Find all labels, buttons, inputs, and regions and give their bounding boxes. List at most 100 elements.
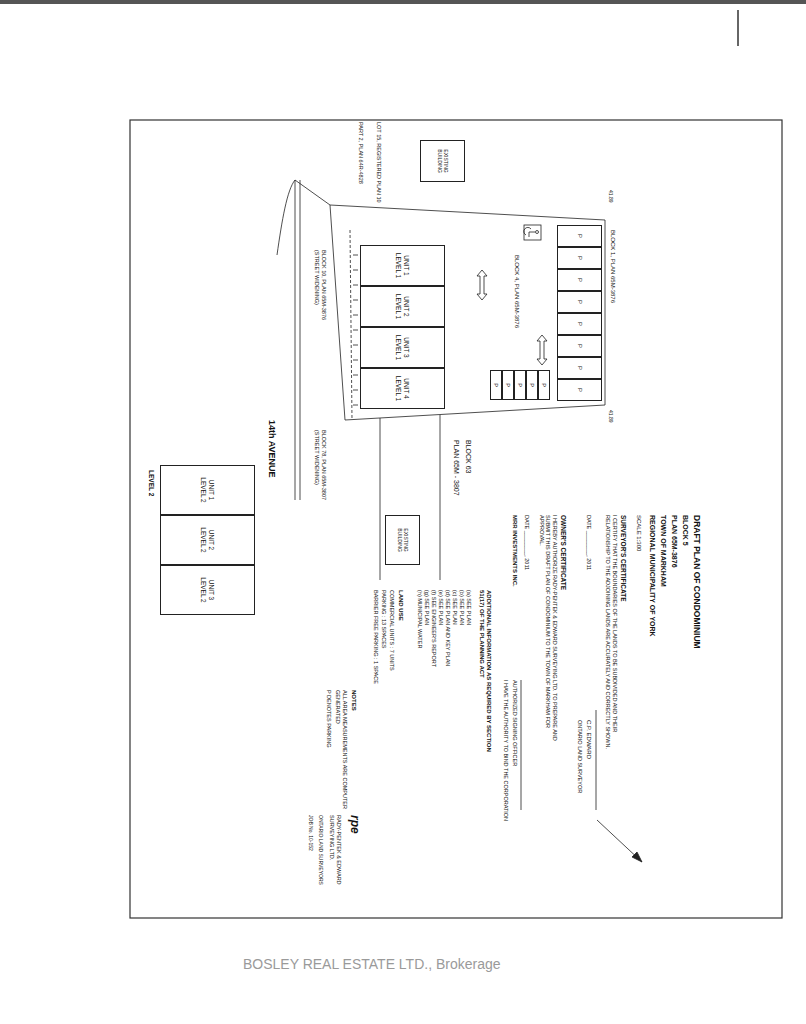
node-text: LEVEL 1	[395, 335, 402, 360]
block-label: BLOCK 10, PLAN 65M-3876 (STREET WIDENING…	[314, 250, 327, 320]
sheet-border	[130, 120, 782, 918]
parking-stall: P	[557, 335, 602, 357]
parking-stall: P	[514, 370, 526, 400]
signature-line	[521, 680, 522, 810]
section-heading: ADDITIONAL INFORMATION AS REQUIRED BY SE…	[478, 590, 492, 770]
unit-box: UNIT 1LEVEL 2	[160, 465, 255, 515]
node-text: UNIT 2	[208, 530, 215, 550]
node-text: P	[576, 278, 583, 282]
info-item: (e) SEE PLAN	[437, 590, 444, 625]
parking-stall: P	[557, 379, 602, 401]
block-label: BLOCK 4, PLAN 65M-3876	[513, 255, 520, 328]
node-text: LEVEL 2	[200, 577, 207, 602]
widening-line	[350, 230, 352, 420]
node-text: UNIT 1	[208, 480, 215, 500]
title-line: TOWN OF MARKHAM	[659, 515, 667, 587]
node-text: P	[505, 383, 511, 387]
parking-stall: P	[557, 291, 602, 313]
title-line: BLOCK 5	[681, 515, 689, 546]
block-label: BLOCK 78, PLAN 65M-3807 (STREET WIDENING…	[314, 430, 327, 500]
parking-stall: P	[526, 370, 538, 400]
parking-stall: P	[557, 247, 602, 269]
watermark: BOSLEY REAL ESTATE LTD., Brokerage	[243, 956, 501, 972]
node-text: P	[576, 256, 583, 260]
node-text: LEVEL 1	[395, 253, 402, 278]
node-text: P	[576, 300, 583, 304]
job-number: JOB No. 10-152	[308, 815, 314, 851]
parking-stall: P	[557, 357, 602, 379]
title-line: REGIONAL MUNICIPALITY OF YORK	[648, 515, 656, 637]
node-text: UNIT 1	[403, 255, 410, 275]
node-text: P	[576, 366, 583, 370]
company-logo: rpe	[348, 815, 362, 834]
info-item: (g) SEE PLAN	[423, 590, 430, 625]
info-item: (f) SEE ENGINEER'S REPORT	[430, 590, 437, 667]
unit-box: UNIT 2LEVEL 2	[160, 515, 255, 565]
lot-label: LOT 15, REGISTERED PLAN 10	[375, 122, 382, 204]
scale-note: SCALE 1:300	[635, 515, 642, 551]
signatory-title: AUTHORIZED SIGNING OFFICER	[511, 680, 518, 766]
signatory-title: ONTARIO LAND SURVEYOR	[576, 720, 583, 793]
node-text: P	[517, 383, 523, 387]
plan-title: DRAFT PLAN OF CONDOMINIUM	[692, 515, 702, 649]
node-text: LEVEL 2	[200, 477, 207, 502]
unit-box: UNIT 2LEVEL 1	[360, 286, 445, 327]
traffic-arrow	[477, 270, 487, 300]
parking-stall: P	[538, 370, 550, 400]
unit-box: UNIT 4LEVEL 1	[360, 368, 445, 409]
section-heading: LAND USE	[397, 590, 404, 621]
land-use-item: PARKING : 13 SPACES	[380, 590, 387, 648]
node-text: LEVEL 1	[395, 294, 402, 319]
land-use-item: BARRIER FREE PARKING : 1 SPACE	[372, 590, 379, 684]
parking-stall: P	[557, 313, 602, 335]
node-text: EXISTING BUILDING	[437, 142, 449, 180]
node-text: P	[576, 234, 583, 238]
node-text: P	[541, 383, 547, 387]
owner-name: MRR INVESTMENTS INC.	[511, 515, 518, 587]
unit-box: UNIT 3LEVEL 1	[360, 327, 445, 368]
section-heading: OWNER'S CERTIFICATE	[559, 515, 567, 590]
parking-stall: P	[490, 370, 502, 400]
section-heading: NOTES	[350, 690, 357, 711]
parking-stall: P	[557, 269, 602, 291]
node-text: P	[493, 383, 499, 387]
block-label: BLOCK 63	[464, 440, 472, 473]
road-line	[300, 180, 301, 500]
node-text: P	[576, 388, 583, 392]
scan-mark	[737, 10, 739, 46]
street-name: 14th AVENUE	[266, 420, 277, 478]
node-text: P	[576, 344, 583, 348]
road-line	[295, 180, 296, 500]
date-line: DATE ________, 2011	[523, 515, 530, 570]
node-text: LEVEL 2	[200, 527, 207, 552]
certificate-text: I CERTIFY THAT THE BOUNDARIES OF THE LAN…	[605, 515, 618, 755]
info-item: (a) SEE PLAN	[465, 590, 472, 625]
node-text: P	[529, 383, 535, 387]
section-heading: SURVEYOR'S CERTIFICATE	[619, 515, 627, 602]
certificate-text: I HAVE THE AUTHORITY TO BIND THE CORPORA…	[502, 680, 509, 880]
certificate-text: I HEREBY AUTHORIZE RADY-PENTEK & EDWARD …	[538, 515, 558, 755]
info-item: (c) SEE PLAN	[451, 590, 458, 625]
node-text: UNIT 2	[403, 296, 410, 316]
block-label: BLOCK 1, PLAN 65M-3876	[609, 230, 616, 303]
block-line	[380, 418, 381, 580]
node-text: LEVEL 1	[395, 376, 402, 401]
note-text: ALL AREA MEASUREMENTS ARE COMPUTER GENER…	[335, 690, 348, 810]
title-line: PLAN 65M-3876	[670, 515, 678, 568]
parcel-boundary	[330, 205, 605, 420]
hatching	[353, 255, 358, 405]
land-use-item: COMMERCIAL UNITS : 7 UNITS	[388, 590, 395, 671]
node-text: UNIT 3	[208, 580, 215, 600]
info-item: (b) SEE PLAN	[458, 590, 465, 625]
date-line: DATE ________, 2011	[585, 515, 592, 570]
road-curve	[277, 180, 295, 255]
signature-line	[596, 710, 597, 810]
node-text: EXISTING BUILDING	[397, 517, 409, 563]
info-item: (d) SEE PLAN AND KEY PLAN	[444, 590, 451, 666]
parking-stall: P	[502, 370, 514, 400]
dimension: 41.89	[608, 410, 614, 423]
company-text: ONTARIO LAND SURVEYORS	[318, 815, 324, 885]
node-text: UNIT 3	[403, 337, 410, 357]
existing-building: EXISTING BUILDING	[385, 515, 420, 565]
signatory: C.P. EDWARD	[585, 720, 592, 759]
